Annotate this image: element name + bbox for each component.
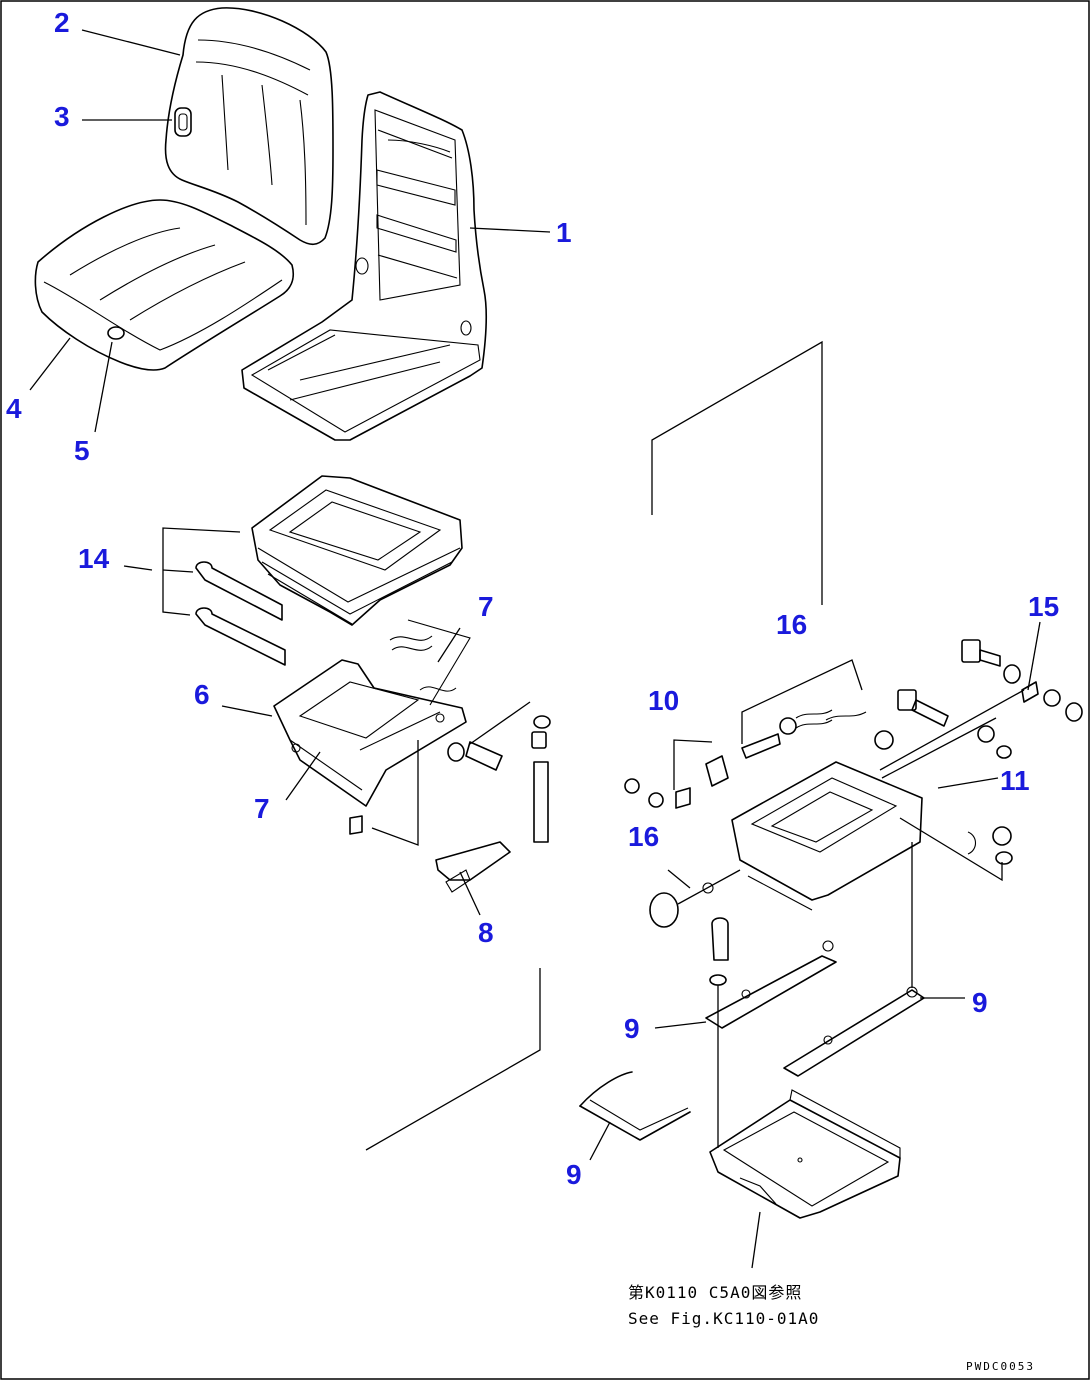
suspension-assembly	[251, 475, 463, 626]
callout-16-left: 16	[628, 821, 659, 852]
callout-9-right: 9	[972, 987, 988, 1018]
rail-9-upper	[705, 940, 837, 1029]
bracket-14	[162, 527, 241, 616]
side-bolts	[967, 826, 1013, 865]
callout-1: 1	[556, 217, 572, 248]
callout-2: 2	[54, 7, 70, 38]
callout-9-bottom: 9	[566, 1159, 582, 1190]
callout-8: 8	[478, 917, 494, 948]
callout-11: 11	[1000, 765, 1030, 796]
slide-assembly-11	[731, 761, 923, 911]
rail-9-lower	[783, 986, 925, 1077]
callout-6: 6	[194, 679, 210, 710]
callout-9-middle: 9	[624, 1013, 640, 1044]
seat-back-cushion	[164, 7, 334, 246]
reference-note-japanese: 第K0110 C5A0図参照	[628, 1283, 802, 1302]
drawing-code: PWDC0053	[966, 1360, 1035, 1373]
callout-7-left: 7	[254, 793, 270, 824]
lever-16	[741, 709, 867, 759]
callout-15: 15	[1028, 591, 1059, 622]
callout-14: 14	[78, 543, 110, 574]
wire-9	[579, 1071, 691, 1141]
reference-note-english: See Fig.KC110-01A0	[628, 1309, 819, 1328]
bolts-15	[874, 639, 1083, 759]
latch-8	[435, 841, 511, 893]
callout-7-top: 7	[478, 591, 494, 622]
slide-rail-upper	[195, 561, 283, 621]
seat-frame	[241, 91, 487, 441]
headrest-knob	[174, 107, 192, 137]
callout-5: 5	[74, 435, 90, 466]
seat-cushion	[34, 199, 295, 371]
knob-16	[649, 869, 741, 928]
spring-7	[389, 619, 471, 706]
mount-bracket	[273, 659, 467, 807]
callout-4: 4	[6, 393, 22, 424]
slide-rail-lower	[195, 607, 286, 666]
section-line-upper	[651, 340, 823, 605]
bolt-9	[709, 917, 729, 986]
callout-16-top: 16	[776, 609, 807, 640]
bolt-washer-nut	[447, 715, 551, 843]
section-line-lower	[365, 968, 541, 1151]
pins-10	[624, 755, 729, 809]
base-plate-9	[709, 1089, 901, 1219]
callout-3: 3	[54, 101, 70, 132]
callout-10: 10	[648, 685, 679, 716]
